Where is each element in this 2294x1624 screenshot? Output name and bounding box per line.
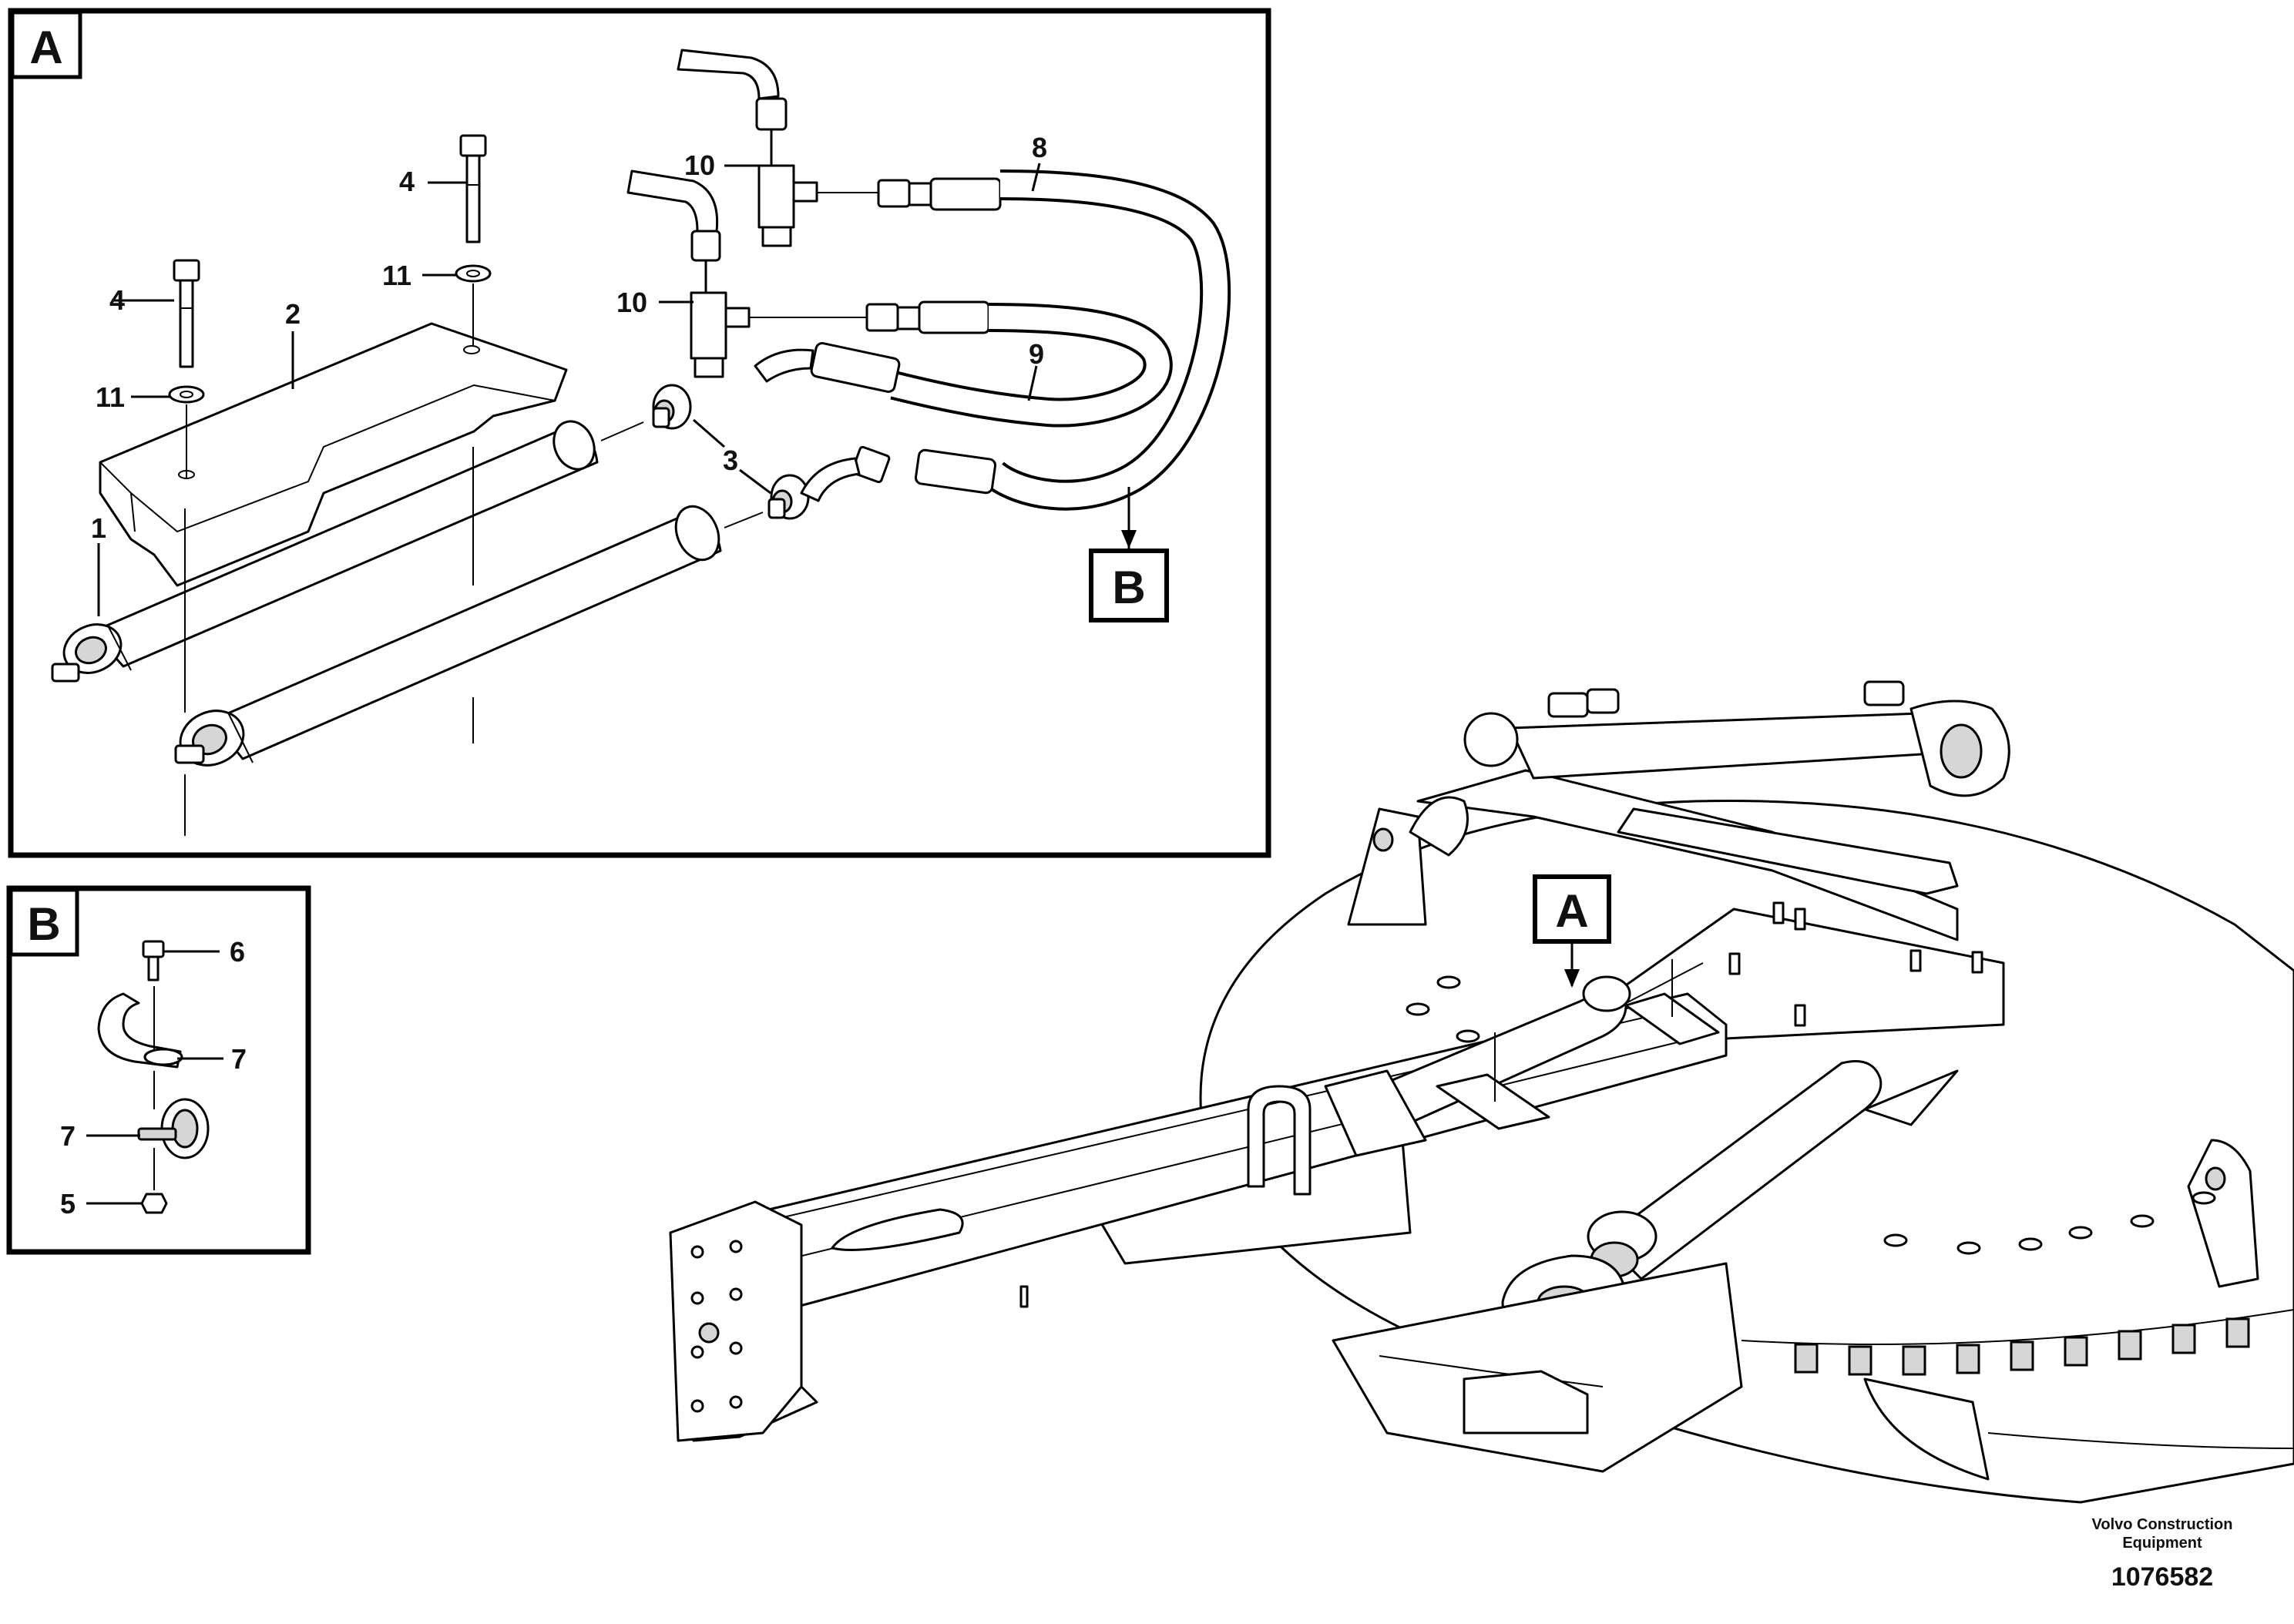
callout-7-lower: 7 — [60, 1120, 76, 1152]
hose-inner-loop — [749, 300, 1173, 428]
plate-studs — [1728, 901, 1983, 1027]
hose-outer-loop — [800, 169, 1231, 511]
callout-2: 2 — [285, 298, 301, 330]
callout-11-right: 11 — [382, 260, 411, 291]
hose-clamp-parts — [97, 940, 210, 1214]
callout-7-upper: 7 — [231, 1043, 247, 1075]
callout-5: 5 — [60, 1188, 76, 1220]
maker-line-2: Equipment — [2122, 1535, 2202, 1552]
callout-numbers-b: 6 7 7 5 — [60, 936, 247, 1220]
accumulator-cylinder-upper — [51, 420, 599, 683]
callout-4-right: 4 — [399, 166, 415, 197]
bolt-right — [459, 134, 487, 243]
machine-overview — [669, 680, 2294, 1504]
detail-a-letter: A — [29, 22, 62, 73]
disc-holes — [1406, 975, 2216, 1255]
callout-a-box: A — [1533, 874, 1611, 944]
callout-leaders-a — [97, 163, 1137, 616]
callout-b-box: B — [1089, 549, 1169, 622]
detail-a-frame: A — [8, 8, 1271, 858]
washer-right — [455, 264, 492, 283]
callout-1: 1 — [91, 512, 106, 544]
callout-4-left: 4 — [109, 284, 125, 316]
callout-9: 9 — [1029, 338, 1044, 370]
adapter-upper — [652, 384, 692, 430]
callout-8: 8 — [1032, 132, 1047, 163]
callout-10-upper: 10 — [684, 149, 715, 181]
ring-teeth — [1794, 1317, 2250, 1376]
maker-line-1: Volvo Construction — [2092, 1516, 2233, 1533]
cylinder-guard-plate — [99, 322, 568, 587]
washer-left — [168, 385, 205, 404]
detail-b-letter: B — [27, 898, 60, 950]
callout-a-letter: A — [1555, 885, 1588, 937]
callout-6: 6 — [230, 936, 245, 968]
callout-3: 3 — [723, 445, 738, 476]
bolt-left — [173, 259, 200, 368]
callout-10-lower: 10 — [616, 287, 647, 318]
end-block-bolts — [690, 1240, 743, 1413]
hose-mid-fittings — [626, 169, 751, 378]
footer-caption: Volvo Construction Equipment 1076582 — [2092, 1516, 2233, 1592]
callout-11-left: 11 — [96, 381, 125, 413]
adapter-lower — [767, 474, 810, 520]
hose-top-fittings — [677, 49, 818, 247]
accumulator-cylinder-lower — [174, 505, 722, 767]
document-number: 1076582 — [2111, 1562, 2213, 1592]
callout-numbers-a: 4 11 2 1 4 11 3 10 10 8 9 — [91, 132, 1047, 544]
callout-leaders-b — [86, 950, 223, 1205]
callout-b-letter: B — [1112, 562, 1145, 613]
detail-b-frame: B — [6, 885, 311, 1255]
